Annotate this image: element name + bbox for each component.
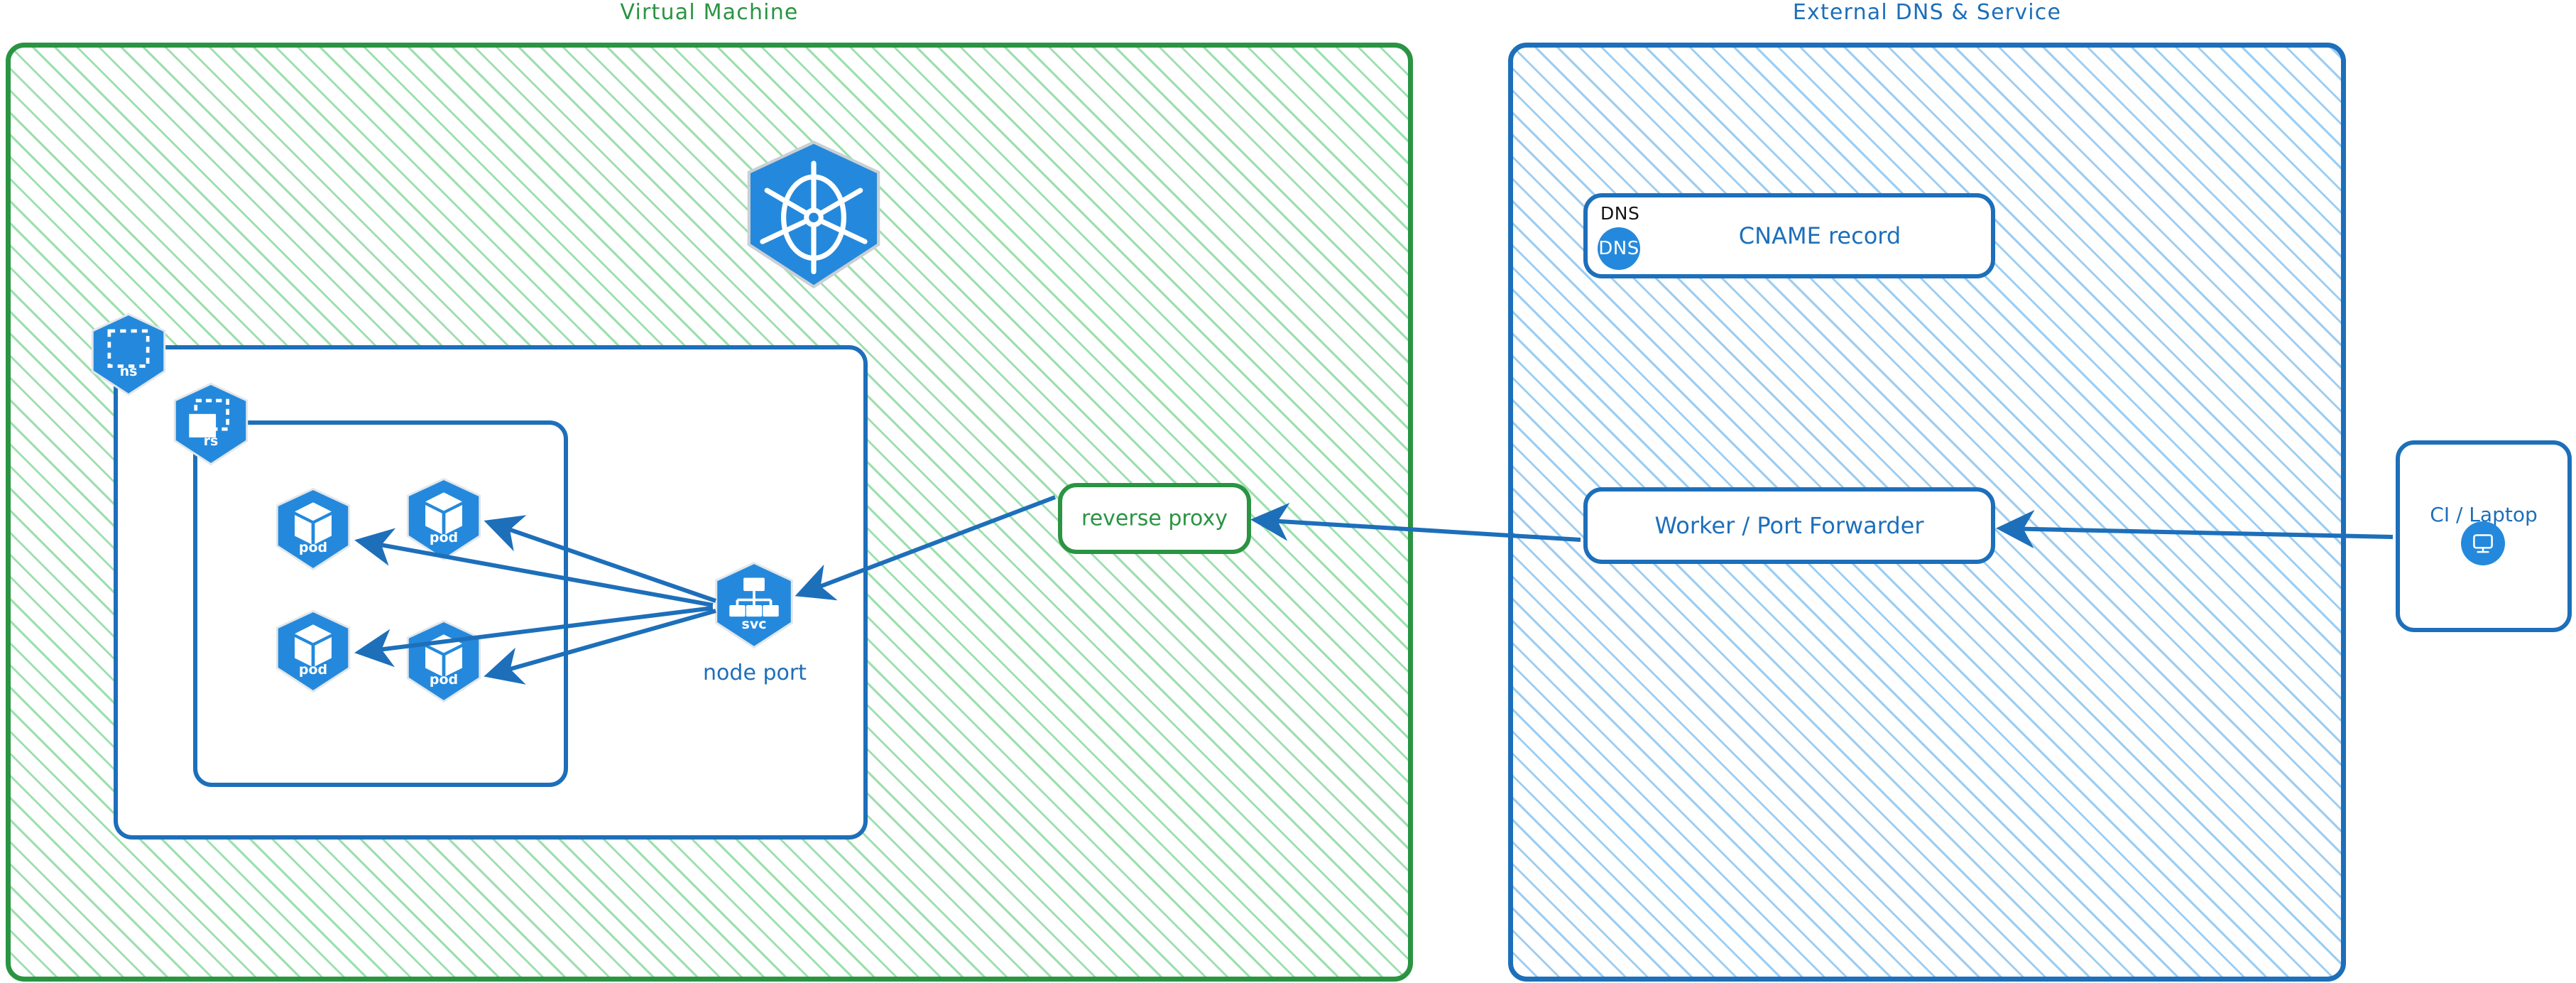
- reverse-proxy-label: reverse proxy: [1081, 506, 1228, 531]
- k8s-replicaset-icon[interactable]: rs: [169, 382, 253, 466]
- dns-card-tag: DNS: [1600, 203, 1640, 224]
- dns-card[interactable]: DNS DNS CNAME record: [1583, 193, 1995, 278]
- k8s-namespace-icon[interactable]: ns: [87, 313, 170, 396]
- worker-port-forwarder-box[interactable]: Worker / Port Forwarder: [1583, 487, 1995, 564]
- k8s-pod-icon-3[interactable]: pod: [271, 609, 355, 693]
- ci-laptop-box[interactable]: CI / Laptop: [2396, 440, 2572, 632]
- group-virtual-machine-title: Virtual Machine: [620, 0, 799, 25]
- k8s-pod-icon-1[interactable]: pod: [271, 487, 355, 571]
- cname-record-label: CNAME record: [1738, 222, 1901, 249]
- group-external-dns-service-title: External DNS & Service: [1792, 0, 2062, 25]
- node-port-label: node port: [703, 661, 807, 685]
- k8s-service-icon[interactable]: svc: [710, 561, 798, 649]
- desktop-monitor-icon: [2461, 521, 2505, 565]
- reverse-proxy-box[interactable]: reverse proxy: [1058, 483, 1251, 554]
- dns-badge-icon: DNS: [1598, 227, 1640, 270]
- replicaset-box: [193, 420, 568, 787]
- k8s-pod-icon-4[interactable]: pod: [402, 619, 486, 703]
- worker-port-forwarder-label: Worker / Port Forwarder: [1654, 512, 1924, 539]
- k8s-pod-icon-2[interactable]: pod: [402, 477, 486, 561]
- kubernetes-logo: [738, 139, 889, 290]
